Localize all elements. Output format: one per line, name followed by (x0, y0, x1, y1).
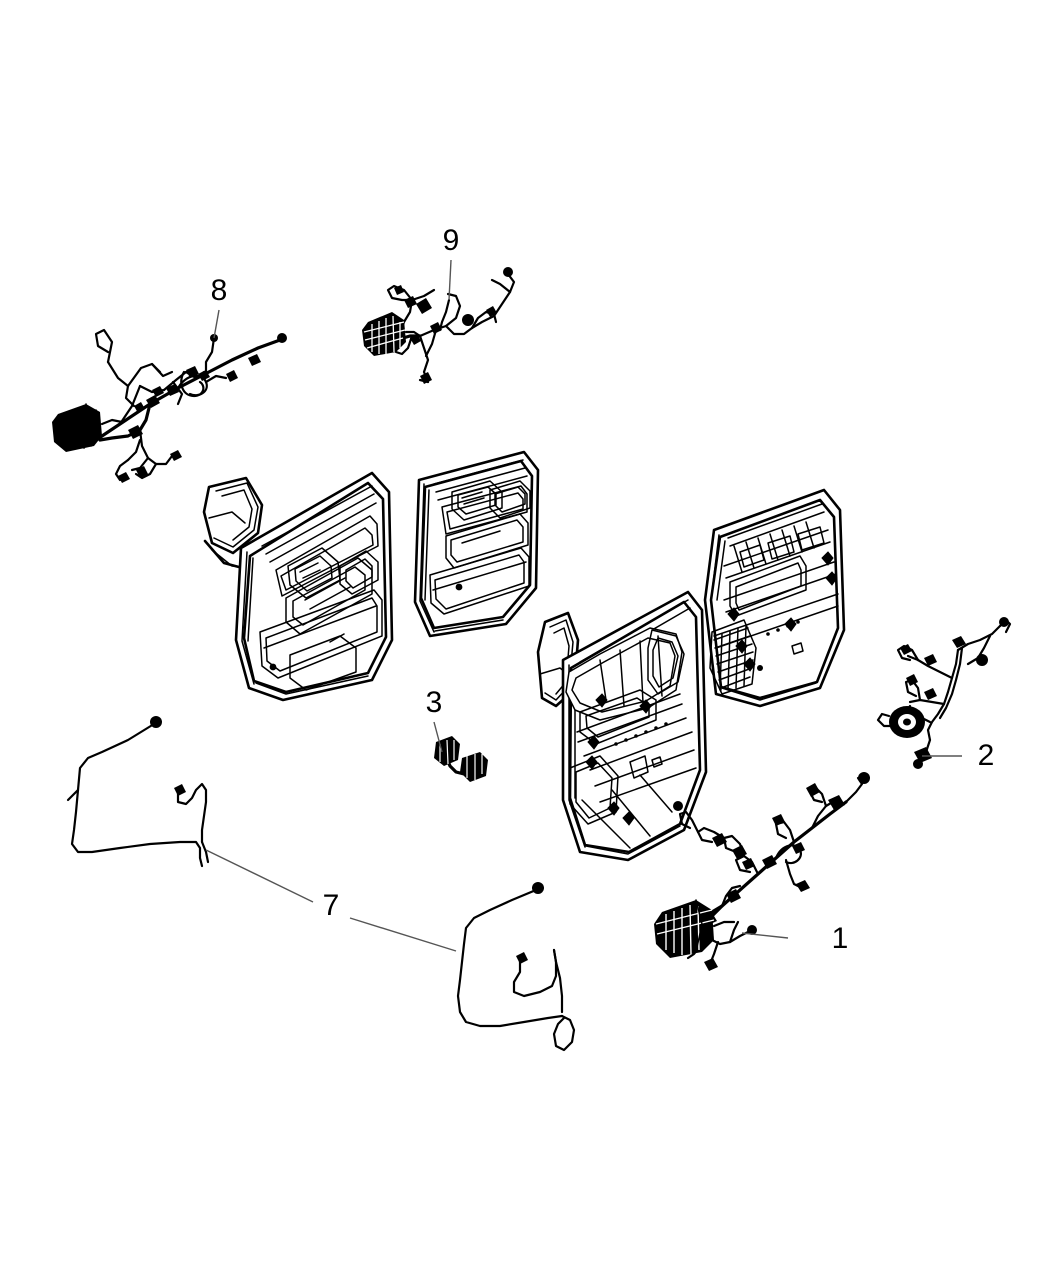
wiring-harness-8 (52, 328, 287, 483)
door-trim-panel-front-inner (536, 590, 708, 862)
panel-fastener-dot (269, 663, 277, 671)
harness-8-main-connector (52, 403, 102, 452)
wiring-harness-9 (362, 267, 516, 384)
panel-fastener-dot (455, 583, 463, 591)
leader-line-3 (433, 721, 443, 753)
harness-3-connector-b (460, 752, 488, 782)
wiring-harness-7a (66, 716, 210, 868)
wiring-harness-2 (876, 617, 1012, 769)
harness-1-main-connector (654, 899, 715, 958)
wiring-harness-7b (456, 882, 576, 1052)
leader-line-9 (448, 259, 452, 301)
leader-line-7a (205, 849, 314, 903)
callout-number-9: 9 (443, 224, 460, 257)
harness-9-main-connector (362, 312, 406, 356)
door-trim-panel-rear-inner (703, 488, 846, 708)
door-trim-panel-rear-left-outer (202, 471, 394, 702)
callout-number-2: 2 (978, 739, 995, 772)
leader-line-1 (741, 932, 789, 939)
callout-number-8: 8 (211, 274, 228, 307)
door-trim-panel-rear-right-outer (413, 450, 540, 638)
callout-number-7: 7 (323, 889, 340, 922)
wiring-harness-3 (434, 736, 488, 782)
callout-number-3: 3 (426, 686, 443, 719)
leader-line-7b (349, 917, 457, 952)
callout-number-1: 1 (832, 922, 849, 955)
wiring-harness-1 (654, 772, 870, 971)
harness-2-main-connector (876, 706, 925, 738)
harness-3-connector-a (434, 736, 460, 766)
leader-line-8 (213, 309, 220, 339)
